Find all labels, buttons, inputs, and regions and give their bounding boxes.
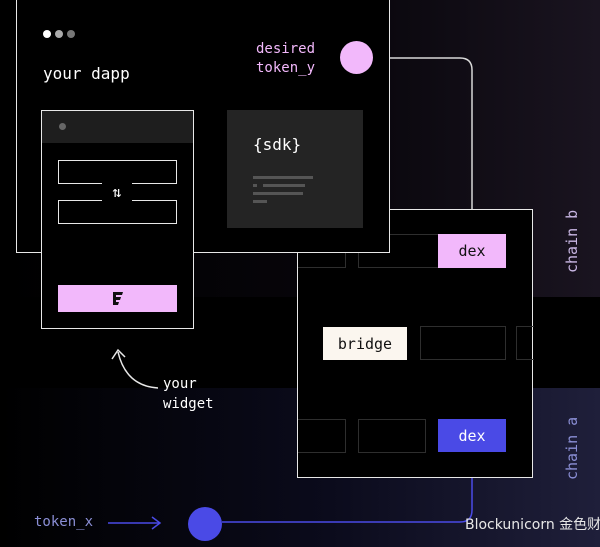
connector-dex-token-x	[222, 452, 473, 523]
route-cell	[298, 419, 346, 453]
dex-top-box[interactable]: dex	[438, 234, 506, 268]
sdk-code-line	[253, 184, 257, 187]
dapp-title: your dapp	[43, 64, 130, 83]
route-cell	[358, 419, 426, 453]
route-cell	[516, 326, 534, 360]
watermark-text: Blockunicorn 金色财经	[465, 517, 600, 533]
dex-bottom-box[interactable]: dex	[438, 419, 506, 452]
route-cell	[420, 326, 506, 360]
widget-callout-line1: your	[163, 376, 197, 392]
sdk-code-line	[253, 200, 267, 203]
widget-dot	[59, 123, 66, 130]
widget-title-bar	[42, 111, 193, 143]
desired-token-label: desired token_y	[256, 40, 315, 78]
desired-label-line1: desired	[256, 41, 316, 57]
widget-callout: your widget	[163, 374, 214, 414]
watermark: Blockunicorn 金色财经	[460, 512, 600, 536]
token-x-label: token_x	[34, 514, 94, 530]
token-x-arrow-head	[151, 516, 162, 530]
sdk-label: {sdk}	[253, 135, 302, 154]
sdk-code-line	[253, 176, 313, 179]
window-dot	[67, 30, 75, 38]
sdk-panel: {sdk}	[227, 110, 363, 228]
connector-token-y	[373, 57, 473, 234]
widget-callout-arrow-head	[111, 348, 126, 360]
widget-callout-line2: widget	[163, 396, 214, 412]
brand-logo-icon	[112, 291, 123, 305]
widget-callout-arrow	[117, 351, 159, 389]
sdk-code-line	[253, 192, 303, 195]
token-x-node[interactable]	[188, 507, 222, 541]
bridge-box[interactable]: bridge	[323, 327, 407, 360]
window-dot	[55, 30, 63, 38]
desired-label-line2: token_y	[256, 60, 316, 76]
widget-submit-button[interactable]	[58, 285, 177, 312]
token-y-node[interactable]	[340, 41, 373, 74]
sdk-code-line	[263, 184, 305, 187]
swap-arrows-icon[interactable]: ⇅	[102, 179, 132, 205]
window-dot	[43, 30, 51, 38]
widget-window: ⇅	[41, 110, 194, 329]
